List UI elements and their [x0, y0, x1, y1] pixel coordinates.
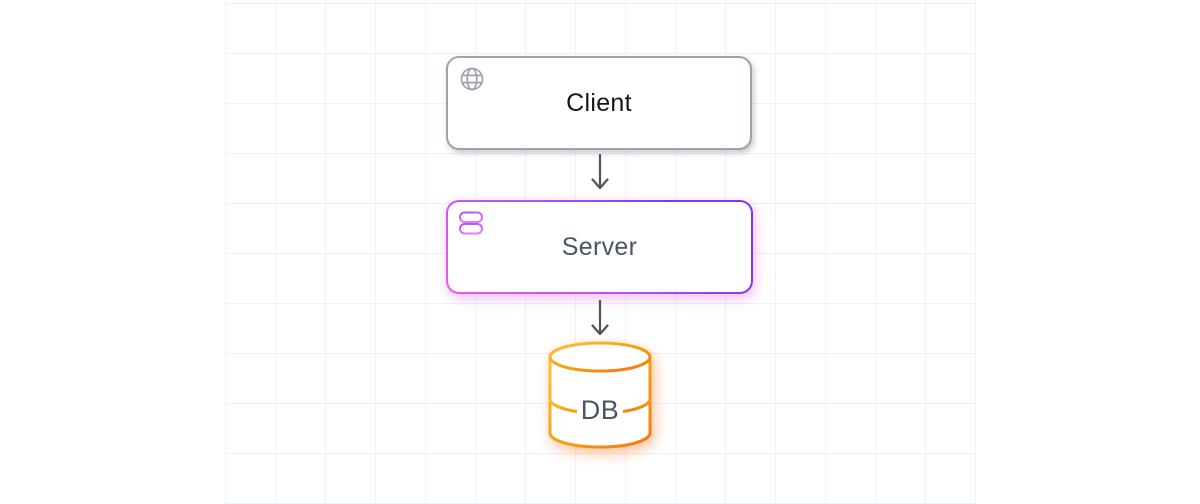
client-node: Client — [446, 56, 752, 150]
client-node-label: Client — [566, 88, 632, 117]
server-node: Server — [446, 200, 753, 294]
arrow-client-server-icon — [591, 153, 609, 190]
globe-icon — [460, 67, 484, 91]
arrow-server-db-icon — [591, 299, 609, 336]
server-stack-icon — [459, 211, 483, 235]
db-cylinder-node: DB — [548, 341, 652, 449]
db-node-label: DB — [581, 395, 620, 425]
server-node-label: Server — [561, 232, 638, 261]
db-cylinder-shape — [548, 341, 652, 449]
server-node-body: Server — [448, 202, 751, 292]
